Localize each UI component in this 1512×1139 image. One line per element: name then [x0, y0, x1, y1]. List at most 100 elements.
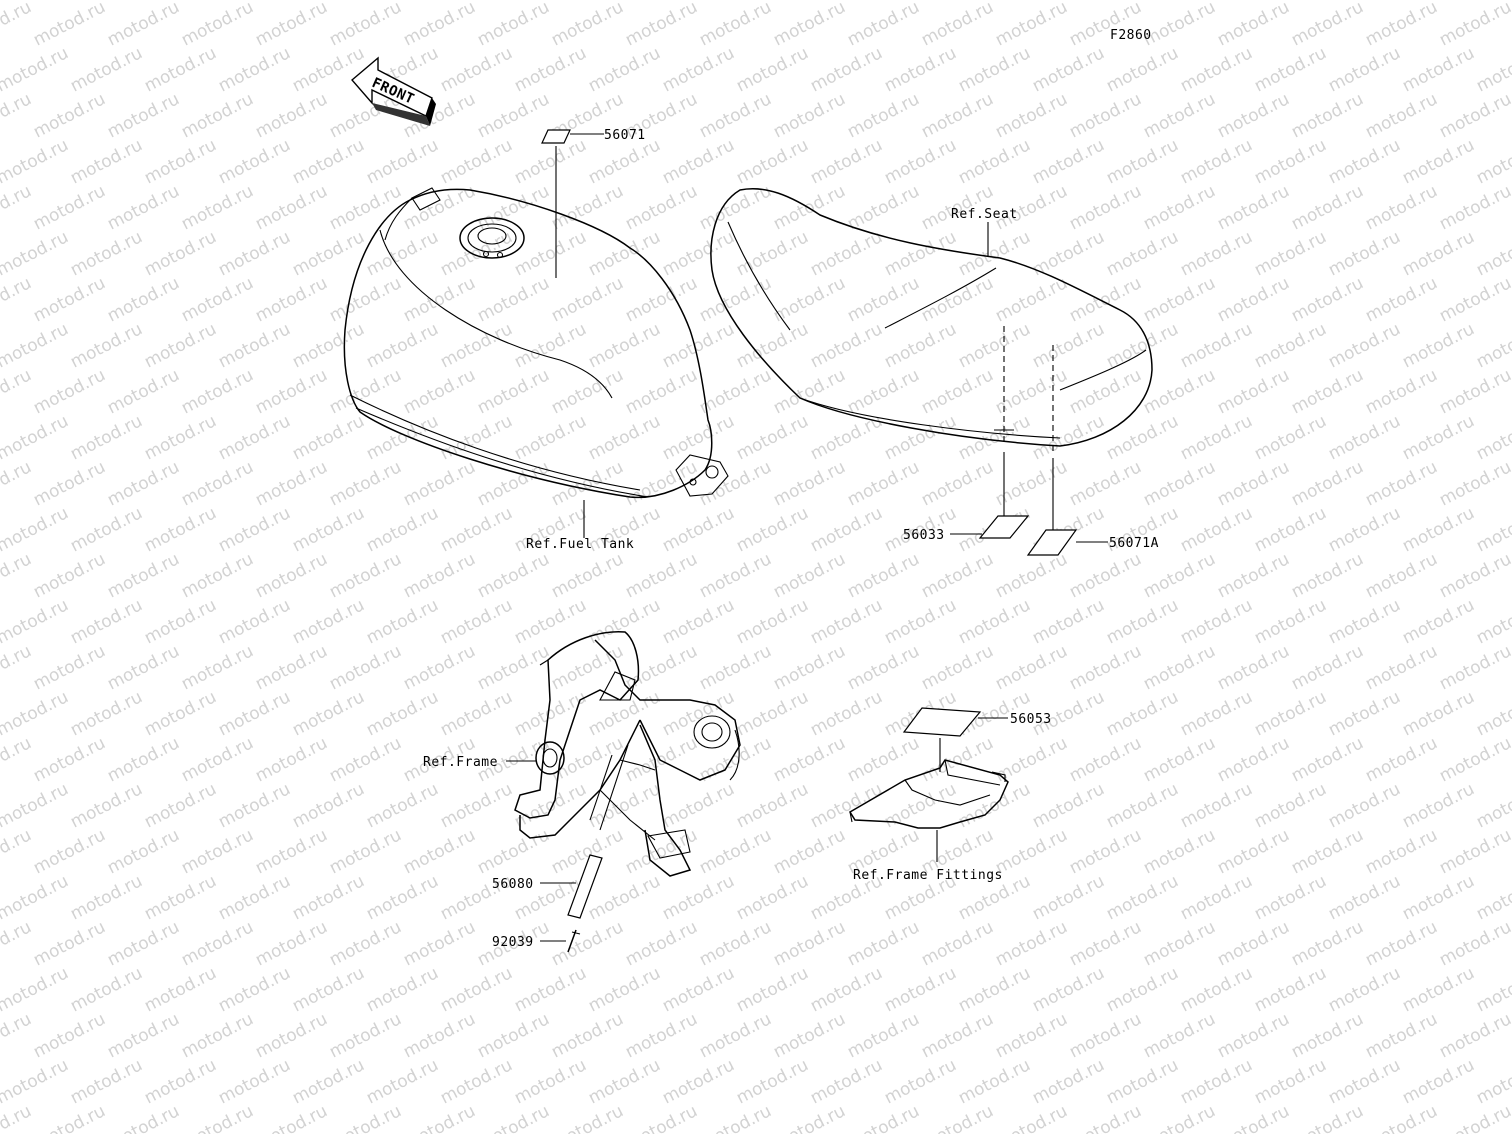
watermark-text: motod.ru: [1288, 181, 1367, 234]
watermark-text: motod.ru: [289, 963, 368, 1016]
watermark-text: motod.ru: [67, 779, 146, 832]
watermark-text: motod.ru: [1066, 825, 1145, 878]
watermark-text: motod.ru: [1251, 963, 1330, 1016]
watermark-text: motod.ru: [326, 1101, 405, 1134]
watermark-text: motod.ru: [1288, 917, 1367, 970]
watermark-text: motod.ru: [548, 1101, 627, 1134]
part-number-56071A[interactable]: 56071A: [1109, 536, 1159, 551]
watermark-text: motod.ru: [252, 917, 331, 970]
part-number-56071[interactable]: 56071: [604, 128, 646, 143]
watermark-text: motod.ru: [178, 0, 257, 50]
watermark-text: motod.ru: [0, 43, 72, 96]
watermark-text: motod.ru: [289, 595, 368, 648]
watermark-text: motod.ru: [141, 319, 220, 372]
part-number-92039[interactable]: 92039: [492, 935, 534, 950]
watermark-text: motod.ru: [252, 273, 331, 326]
watermark-text: motod.ru: [1399, 135, 1478, 188]
watermark-text: motod.ru: [400, 1009, 479, 1062]
watermark-text: motod.ru: [178, 457, 257, 510]
watermark-text: motod.ru: [0, 871, 72, 924]
part-number-56033[interactable]: 56033: [903, 528, 945, 543]
watermark-text: motod.ru: [1362, 89, 1441, 142]
watermark-text: motod.ru: [0, 457, 35, 510]
watermark-text: motod.ru: [178, 365, 257, 418]
part-number-56080[interactable]: 56080: [492, 877, 534, 892]
watermark-text: motod.ru: [1140, 457, 1219, 510]
watermark-text: motod.ru: [1103, 687, 1182, 740]
watermark-text: motod.ru: [30, 181, 109, 234]
watermark-text: motod.ru: [1214, 549, 1293, 602]
watermark-text: motod.ru: [1103, 319, 1182, 372]
watermark-text: motod.ru: [437, 43, 516, 96]
watermark-text: motod.ru: [0, 825, 35, 878]
watermark-text: motod.ru: [289, 411, 368, 464]
watermark-text: motod.ru: [1251, 779, 1330, 832]
watermark-text: motod.ru: [733, 0, 812, 4]
watermark-text: motod.ru: [511, 43, 590, 96]
watermark-text: motod.ru: [770, 457, 849, 510]
watermark-text: motod.ru: [1436, 273, 1512, 326]
watermark-text: motod.ru: [326, 365, 405, 418]
watermark-text: motod.ru: [955, 135, 1034, 188]
watermark-text: motod.ru: [1251, 0, 1330, 4]
watermark-text: motod.ru: [30, 1009, 109, 1062]
watermark-text: motod.ru: [696, 1009, 775, 1062]
watermark-text: motod.ru: [733, 411, 812, 464]
watermark-text: motod.ru: [437, 963, 516, 1016]
watermark-text: motod.ru: [0, 549, 35, 602]
watermark-text: motod.ru: [881, 963, 960, 1016]
watermark-text: motod.ru: [1177, 319, 1256, 372]
watermark-text: motod.ru: [215, 779, 294, 832]
watermark-text: motod.ru: [215, 503, 294, 556]
watermark-text: motod.ru: [0, 595, 72, 648]
watermark-text: motod.ru: [289, 135, 368, 188]
watermark-text: motod.ru: [215, 43, 294, 96]
watermark-text: motod.ru: [1214, 825, 1293, 878]
diagram-code: F2860: [1110, 28, 1152, 43]
watermark-text: motod.ru: [1362, 0, 1441, 50]
watermark-text: motod.ru: [104, 1101, 183, 1134]
watermark-text: motod.ru: [289, 687, 368, 740]
watermark-text: motod.ru: [400, 549, 479, 602]
watermark-text: motod.ru: [215, 135, 294, 188]
watermark-text: motod.ru: [252, 549, 331, 602]
watermark-text: motod.ru: [770, 1009, 849, 1062]
watermark-text: motod.ru: [252, 733, 331, 786]
watermark-text: motod.ru: [1399, 1055, 1478, 1108]
watermark-text: motod.ru: [770, 825, 849, 878]
ref-seat-label[interactable]: Ref.Seat: [951, 207, 1018, 222]
watermark-text: motod.ru: [326, 1009, 405, 1062]
watermark-text: motod.ru: [622, 1101, 701, 1134]
ref-frame-fittings-label[interactable]: Ref.Frame Fittings: [853, 868, 1003, 883]
watermark-text: motod.ru: [1362, 181, 1441, 234]
watermark-text: motod.ru: [67, 135, 146, 188]
watermark-text: motod.ru: [178, 917, 257, 970]
watermark-text: motod.ru: [1066, 917, 1145, 970]
watermark-text: motod.ru: [363, 1055, 442, 1108]
watermark-text: motod.ru: [770, 733, 849, 786]
watermark-text: motod.ru: [1399, 0, 1478, 4]
watermark-text: motod.ru: [992, 641, 1071, 694]
watermark-text: motod.ru: [881, 319, 960, 372]
ref-fuel-tank-label[interactable]: Ref.Fuel Tank: [526, 537, 634, 552]
watermark-text: motod.ru: [0, 641, 35, 694]
watermark-text: motod.ru: [363, 871, 442, 924]
watermark-text: motod.ru: [1140, 549, 1219, 602]
watermark-text: motod.ru: [104, 733, 183, 786]
watermark-text: motod.ru: [215, 227, 294, 280]
part-number-56053[interactable]: 56053: [1010, 712, 1052, 727]
watermark-text: motod.ru: [252, 457, 331, 510]
watermark-text: motod.ru: [511, 0, 590, 4]
watermark-text: motod.ru: [1103, 0, 1182, 4]
watermark-text: motod.ru: [1140, 0, 1219, 50]
watermark-text: motod.ru: [178, 641, 257, 694]
watermark-text: motod.ru: [289, 779, 368, 832]
ref-frame-label[interactable]: Ref.Frame: [423, 755, 498, 770]
watermark-text: motod.ru: [955, 963, 1034, 1016]
watermark-text: motod.ru: [1362, 273, 1441, 326]
watermark-text: motod.ru: [1029, 43, 1108, 96]
watermark-text: motod.ru: [1288, 825, 1367, 878]
watermark-text: motod.ru: [0, 227, 72, 280]
watermark-text: motod.ru: [30, 1101, 109, 1134]
